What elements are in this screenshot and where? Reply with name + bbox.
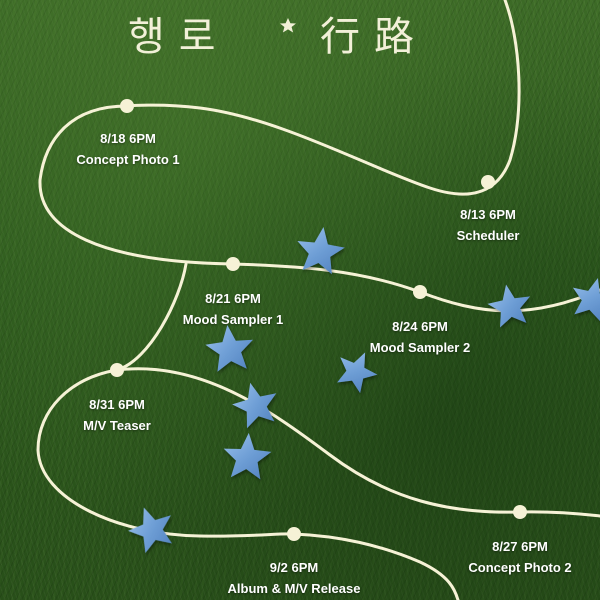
event-name: Concept Photo 2 (468, 560, 572, 575)
title-hanja: 行路 (320, 14, 428, 60)
event-label-concept-photo-2: 8/27 6PM Concept Photo 2 (410, 536, 600, 578)
event-dot-mood-sampler-2 (413, 285, 427, 299)
event-date: 8/27 6PM (492, 539, 548, 554)
blue-star-icon (223, 432, 272, 480)
blue-star-icon (128, 507, 172, 554)
title-korean: 행로 (128, 14, 230, 60)
blue-star-icon (337, 352, 378, 394)
event-date: 8/13 6PM (460, 207, 516, 222)
event-dot-concept-photo-1 (120, 99, 134, 113)
event-name: M/V Teaser (83, 418, 151, 433)
timeline-path-branch (115, 367, 600, 518)
event-date: 8/18 6PM (100, 131, 156, 146)
event-name: Album & M/V Release (227, 581, 361, 596)
blue-star-icon (572, 277, 600, 322)
event-label-album-release: 9/2 6PM Album & M/V Release (184, 557, 404, 599)
event-date: 8/21 6PM (205, 291, 261, 306)
event-date: 8/24 6PM (392, 319, 448, 334)
blue-star-icon (205, 324, 253, 372)
event-label-mood-sampler-1: 8/21 6PM Mood Sampler 1 (123, 288, 343, 330)
blue-star-icon (232, 382, 277, 429)
blue-star-icon (487, 284, 531, 328)
event-name: Concept Photo 1 (76, 152, 180, 167)
event-dot-scheduler (481, 175, 495, 189)
blue-star-icon (297, 227, 345, 275)
event-dot-concept-photo-2 (513, 505, 527, 519)
event-date: 8/31 6PM (89, 397, 145, 412)
event-dot-album-release (287, 527, 301, 541)
event-label-mood-sampler-2: 8/24 6PM Mood Sampler 2 (310, 316, 530, 358)
event-name: Scheduler (456, 228, 520, 243)
timeline-path (38, 0, 600, 313)
event-name: Mood Sampler 1 (182, 312, 284, 327)
event-name: Mood Sampler 2 (369, 340, 471, 355)
event-date: 9/2 6PM (269, 560, 319, 575)
event-label-concept-photo-1: 8/18 6PM Concept Photo 1 (18, 128, 238, 170)
event-label-scheduler: 8/13 6PM Scheduler (378, 204, 598, 246)
event-dot-mood-sampler-1 (226, 257, 240, 271)
event-label-mv-teaser: 8/31 6PM M/V Teaser (7, 394, 227, 436)
small-star-icon (280, 18, 296, 33)
event-dot-mv-teaser (110, 363, 124, 377)
